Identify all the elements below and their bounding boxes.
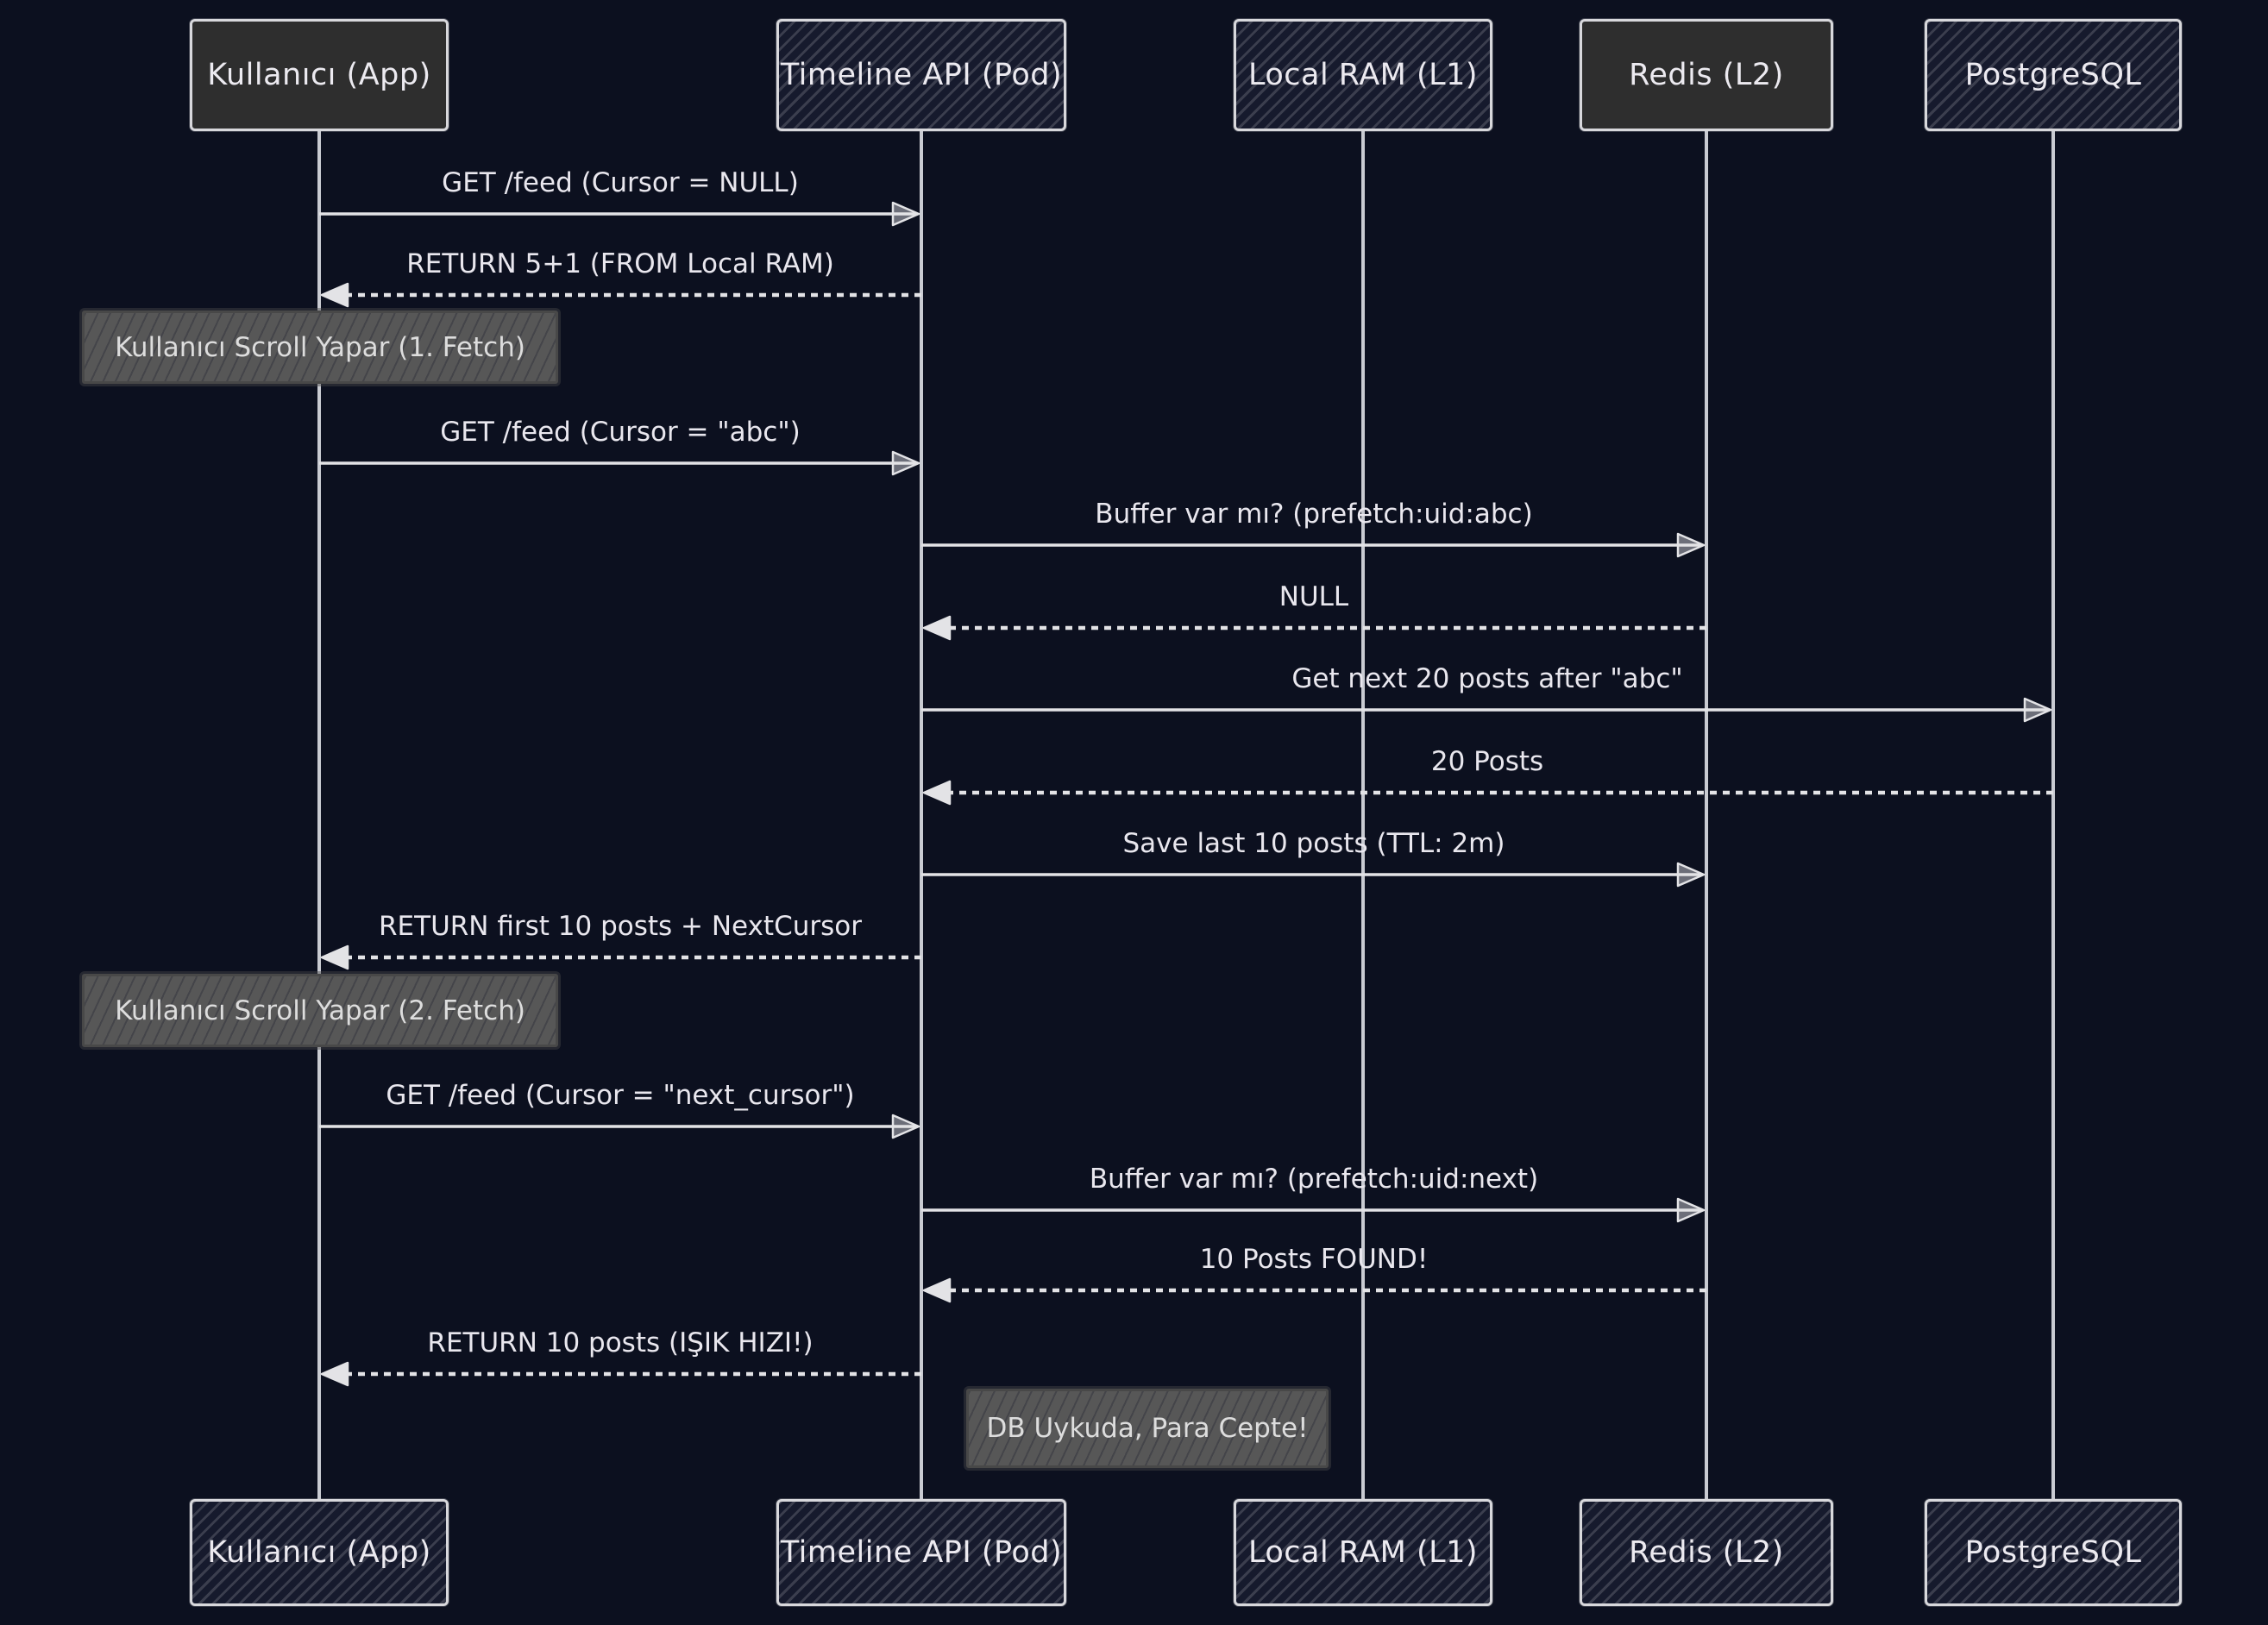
lifeline-timeline-api-pod bbox=[920, 129, 923, 1501]
message-arrow bbox=[319, 201, 920, 227]
message-arrow bbox=[320, 944, 921, 970]
message-arrow bbox=[921, 862, 1706, 888]
note: Kullanıcı Scroll Yapar (2. Fetch) bbox=[82, 974, 558, 1047]
actor-label: PostgreSQL bbox=[1964, 58, 2142, 92]
actor-bottom-postgresql: PostgreSQL bbox=[1925, 1499, 2182, 1606]
message-label: GET /feed (Cursor = "abc") bbox=[440, 417, 801, 448]
message-arrow bbox=[922, 615, 1706, 641]
note-text: Kullanıcı Scroll Yapar (2. Fetch) bbox=[115, 994, 525, 1026]
message-label: RETURN first 10 posts + NextCursor bbox=[379, 911, 862, 942]
lifeline-local-ram-l1 bbox=[1361, 129, 1365, 1501]
actor-label: Local RAM (L1) bbox=[1247, 58, 1479, 92]
message-label: Save last 10 posts (TTL: 2m) bbox=[1122, 828, 1505, 859]
note: DB Uykuda, Para Cepte! bbox=[966, 1389, 1329, 1468]
message-arrow bbox=[922, 1277, 1706, 1303]
actor-bottom-redis-l2: Redis (L2) bbox=[1580, 1499, 1833, 1606]
message-label: Get next 20 posts after "abc" bbox=[1291, 663, 1683, 694]
message-arrow bbox=[922, 780, 2053, 806]
actor-bottom-timeline-api-pod: Timeline API (Pod) bbox=[776, 1499, 1066, 1606]
actor-label: Kullanıcı (App) bbox=[207, 58, 431, 92]
actor-top-kullanici-app: Kullanıcı (App) bbox=[190, 19, 449, 131]
actor-top-timeline-api-pod: Timeline API (Pod) bbox=[776, 19, 1066, 131]
actor-bottom-local-ram-l1: Local RAM (L1) bbox=[1234, 1499, 1492, 1606]
message-arrow bbox=[319, 450, 920, 476]
note: Kullanıcı Scroll Yapar (1. Fetch) bbox=[82, 311, 558, 384]
actor-label: PostgreSQL bbox=[1964, 1535, 2142, 1570]
actor-label: Redis (L2) bbox=[1629, 58, 1784, 92]
message-arrow bbox=[320, 282, 921, 308]
message-arrow bbox=[320, 1361, 921, 1387]
message-label: GET /feed (Cursor = NULL) bbox=[442, 167, 799, 198]
actor-label: Timeline API (Pod) bbox=[780, 58, 1063, 92]
actor-label: Timeline API (Pod) bbox=[780, 1535, 1063, 1570]
note-text: Kullanıcı Scroll Yapar (1. Fetch) bbox=[115, 331, 525, 363]
actor-top-local-ram-l1: Local RAM (L1) bbox=[1234, 19, 1492, 131]
message-arrow bbox=[921, 1197, 1706, 1223]
note-text: DB Uykuda, Para Cepte! bbox=[986, 1413, 1309, 1444]
lifeline-kullanici-app bbox=[317, 129, 321, 1501]
actor-label: Local RAM (L1) bbox=[1247, 1535, 1479, 1570]
actor-label: Kullanıcı (App) bbox=[207, 1535, 431, 1570]
message-label: RETURN 10 posts (IŞIK HIZI!) bbox=[427, 1327, 814, 1358]
message-label: 20 Posts bbox=[1430, 746, 1544, 777]
message-label: GET /feed (Cursor = "next_cursor") bbox=[386, 1080, 855, 1111]
actor-bottom-kullanici-app: Kullanıcı (App) bbox=[190, 1499, 449, 1606]
message-arrow bbox=[921, 532, 1706, 558]
lifeline-postgresql bbox=[2051, 129, 2055, 1501]
message-arrow bbox=[319, 1114, 920, 1139]
message-label: NULL bbox=[1278, 581, 1349, 612]
lifeline-redis-l2 bbox=[1705, 129, 1708, 1501]
message-arrow bbox=[921, 697, 2052, 723]
message-label: 10 Posts FOUND! bbox=[1199, 1244, 1429, 1275]
message-label: Buffer var mı? (prefetch:uid:abc) bbox=[1095, 499, 1533, 530]
actor-top-postgresql: PostgreSQL bbox=[1925, 19, 2182, 131]
message-label: Buffer var mı? (prefetch:uid:next) bbox=[1089, 1164, 1539, 1195]
actor-top-redis-l2: Redis (L2) bbox=[1580, 19, 1833, 131]
message-label: RETURN 5+1 (FROM Local RAM) bbox=[406, 248, 834, 279]
actor-label: Redis (L2) bbox=[1629, 1535, 1784, 1570]
